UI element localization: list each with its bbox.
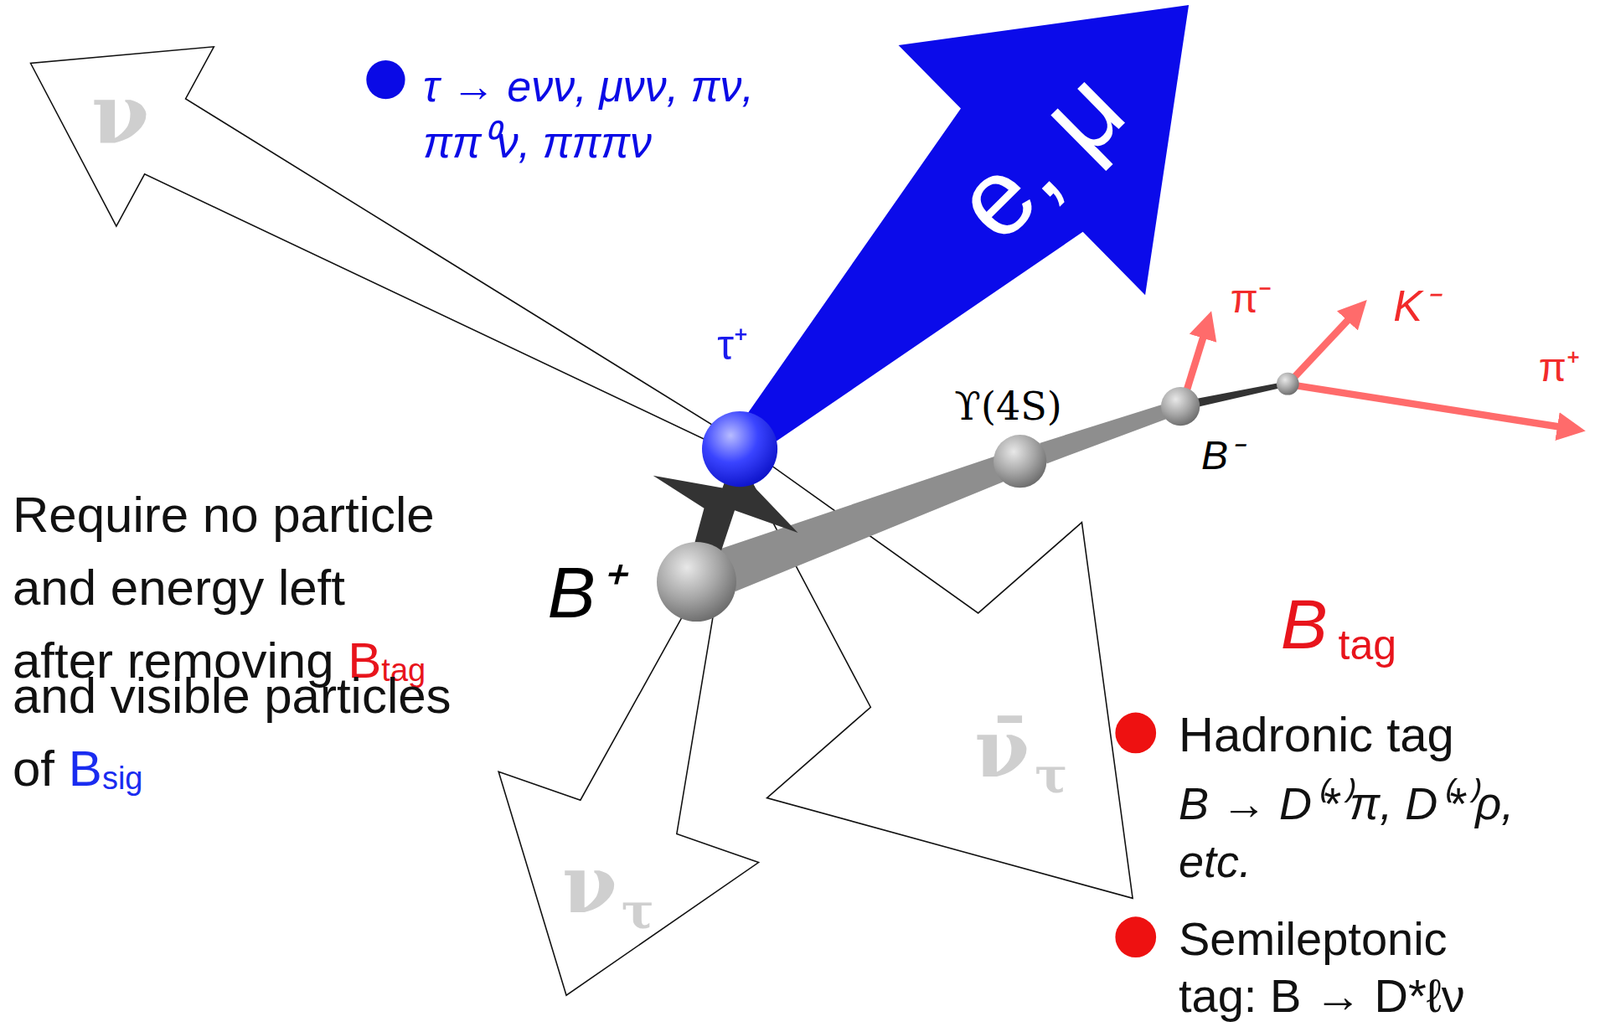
particle-sphere: B⁺ bbox=[656, 541, 737, 622]
tau-neutrino-arrow bbox=[498, 569, 759, 996]
sphere-shape bbox=[656, 541, 737, 622]
pion-track bbox=[1297, 386, 1571, 429]
sphere-fill bbox=[993, 434, 1047, 488]
particle-label: ν bbox=[91, 72, 150, 156]
sphere-fill bbox=[656, 541, 737, 622]
antineutrino-arrow bbox=[736, 445, 1134, 899]
decay-vertex bbox=[1276, 372, 1300, 396]
bullet-dot bbox=[1114, 916, 1157, 958]
particle-label: K⁻ bbox=[1393, 283, 1438, 328]
particle-label: ϒ(4S) bbox=[954, 387, 1062, 426]
particle-label: τ⁺ bbox=[717, 324, 749, 367]
sphere-fill bbox=[1161, 387, 1200, 426]
particle-label: τ bbox=[621, 887, 655, 936]
sphere-shape bbox=[1161, 387, 1200, 426]
sphere-shape bbox=[701, 411, 778, 487]
subscript-text: sig bbox=[102, 760, 144, 796]
sphere-shape bbox=[993, 434, 1047, 488]
particle-label: B bbox=[1280, 588, 1328, 660]
note-text: Semileptonic tag: B → D*ℓν bbox=[1178, 910, 1514, 1025]
note-text: B bbox=[68, 740, 103, 797]
particle-sphere: τ⁺ bbox=[701, 411, 778, 487]
particle-sphere: ϒ(4S) bbox=[993, 434, 1047, 488]
note-text: B → D⁽*⁾π, D⁽*⁾ρ, etc. bbox=[1178, 774, 1573, 891]
particle-label: τ bbox=[1034, 751, 1068, 800]
note-text: Hadronic tag bbox=[1178, 706, 1581, 764]
particle-label: ν bbox=[562, 843, 618, 924]
particle-label: π⁺ bbox=[1538, 347, 1580, 388]
particle-label: e, μ bbox=[934, 51, 1142, 259]
particle-label: π⁻ bbox=[1230, 278, 1272, 320]
bullet-dot bbox=[1114, 712, 1157, 754]
particle-label: tag bbox=[1338, 624, 1398, 666]
requirement-note: and visible particles ofBsig bbox=[12, 665, 491, 812]
kaon-track bbox=[1294, 309, 1358, 377]
particle-label: B⁺ bbox=[547, 556, 620, 629]
particle-label: B⁻ bbox=[1201, 435, 1242, 476]
note-text: τ → eνν, μνν, πν, ππ⁰ν, πππν bbox=[423, 58, 800, 171]
particle-sphere: B⁻ bbox=[1161, 387, 1200, 426]
sphere-fill bbox=[701, 411, 778, 487]
lepton-arrow bbox=[729, 5, 1189, 460]
particle-label: ν̄ bbox=[974, 707, 1030, 788]
bullet-dot bbox=[366, 60, 405, 99]
